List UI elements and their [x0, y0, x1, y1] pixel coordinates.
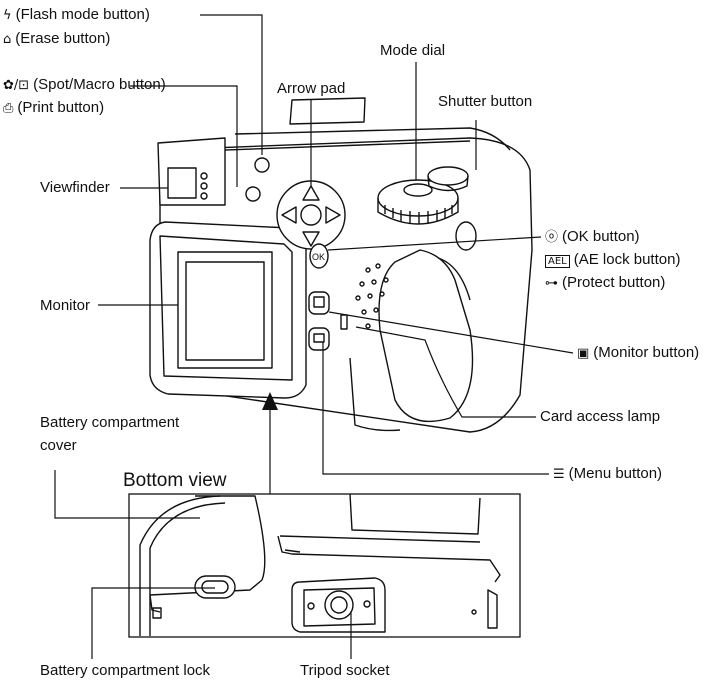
print-icon: ⎙: [3, 101, 14, 116]
battery-cover-label-line1: Battery compartment: [40, 414, 180, 431]
spot-macro-icon: ✿/⊡: [3, 78, 30, 93]
card-access-lamp-label: Card access lamp: [540, 408, 661, 425]
speaker-holes: [355, 263, 389, 329]
svg-text:OK: OK: [312, 252, 325, 262]
spot-print-button-drawing: [245, 186, 261, 202]
menu-button-label: ☰(Menu button): [553, 465, 663, 482]
monitor-label: Monitor: [40, 297, 91, 314]
viewfinder-eyepiece: [167, 167, 197, 199]
erase-label: ⌂(Erase button): [3, 30, 111, 47]
ok-icon: ⓞ: [545, 230, 559, 245]
bottom-view-drawing: [139, 493, 501, 636]
spot-macro-label: ✿/⊡(Spot/Macro button): [3, 76, 166, 93]
protect-label: ⊶(Protect button): [545, 274, 666, 291]
menu-button-drawing: [308, 327, 330, 351]
erase-icon: ⌂: [3, 32, 12, 47]
monitor-drawing: [149, 221, 307, 399]
ae-lock-label: AEL(AE lock button): [545, 251, 680, 269]
view-arrow: [262, 392, 278, 410]
shutter-button-drawing: [427, 166, 469, 192]
print-label: ⎙(Print button): [3, 99, 105, 116]
battery-lock-drawing: [194, 575, 236, 599]
shutter-button-label: Shutter button: [438, 93, 533, 110]
card-access-lamp-drawing: [340, 314, 348, 330]
ael-icon: AEL: [545, 255, 570, 268]
arrow-pad-drawing: [276, 180, 346, 250]
protect-key-icon: ⊶: [545, 276, 558, 291]
leader-lines: [54, 14, 574, 659]
monitor-button-label: ▣(Monitor button): [577, 344, 700, 361]
battery-cover-label-line2: cover: [40, 437, 77, 454]
mode-dial-label: Mode dial: [380, 42, 446, 59]
flash-mode-label: ϟ(Flash mode button): [3, 6, 150, 23]
monitor-icon: ▣: [577, 346, 590, 361]
tripod-socket-label: Tripod socket: [300, 662, 390, 679]
ok-button-drawing: [309, 243, 329, 269]
menu-icon: ☰: [553, 467, 565, 482]
flash-erase-button-drawing: [254, 157, 270, 173]
battery-lock-label: Battery compartment lock: [40, 662, 211, 679]
viewfinder-label: Viewfinder: [40, 179, 110, 196]
monitor-button-drawing: [308, 291, 330, 315]
flash-icon: ϟ: [3, 8, 12, 23]
arrow-pad-label: Arrow pad: [277, 80, 346, 97]
strap-lug: [455, 221, 477, 251]
ok-button-label: ⓞ(OK button): [545, 228, 640, 245]
bottom-view-heading: Bottom view: [123, 470, 227, 491]
